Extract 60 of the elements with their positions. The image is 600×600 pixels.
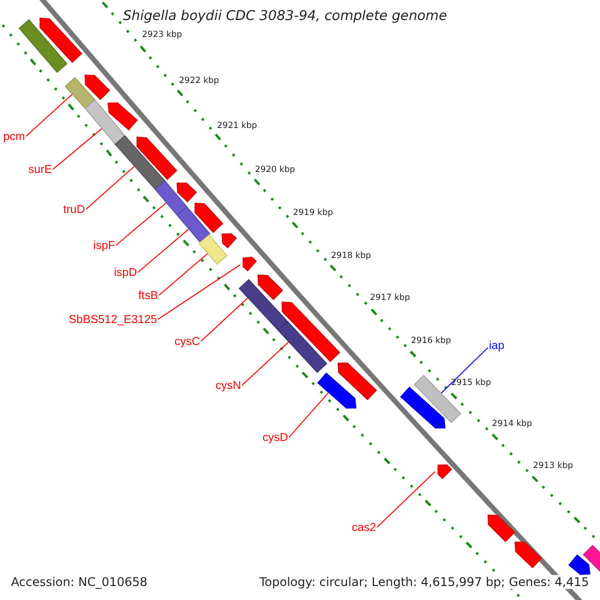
gene-block xyxy=(438,464,452,480)
gene-block xyxy=(488,514,516,542)
map-title: Shigella boydii CDC 3083-94, complete genome xyxy=(122,10,448,24)
gene-label: cas2 xyxy=(352,523,376,535)
gene-label: cysD xyxy=(262,433,288,445)
leader-line xyxy=(86,166,135,210)
gene-label: ispF xyxy=(93,241,115,253)
gene-label: SbBS512_E3125 xyxy=(68,315,157,327)
leader-line xyxy=(376,471,436,528)
gene-block xyxy=(400,386,446,429)
scale-label: 2916 kbp xyxy=(411,336,452,346)
leader-line xyxy=(440,347,488,394)
leader-line xyxy=(242,342,289,386)
gene-block xyxy=(64,77,96,109)
scale-label: 2920 kbp xyxy=(255,166,296,174)
scale-label: 2913 kbp xyxy=(533,462,574,470)
gene-label: pcm xyxy=(3,132,25,144)
gene-label: truD xyxy=(63,205,85,217)
scale-label: 2922 kbp xyxy=(179,76,220,86)
scale-label: 2923 kbp xyxy=(142,30,182,40)
scale-label: 2917 kbp xyxy=(370,294,410,302)
gene-label: ftsB xyxy=(138,291,158,303)
gene-block xyxy=(282,302,340,362)
leader-line xyxy=(158,253,208,296)
gene-block xyxy=(136,136,178,180)
gene-label: ispD xyxy=(114,268,137,280)
gene-block xyxy=(222,233,237,248)
gene-label: cysN xyxy=(215,381,241,393)
gene-block xyxy=(40,18,82,63)
gene-label: cysC xyxy=(174,337,200,349)
gene-block xyxy=(176,182,197,202)
gene-block xyxy=(18,19,68,73)
gene-block xyxy=(84,99,126,145)
scale-label: 2921 kbp xyxy=(217,122,258,130)
leader-line xyxy=(158,264,241,320)
gene-block xyxy=(514,542,542,568)
leader-line xyxy=(138,228,189,273)
map-info-text: Accession: NC_010658 xyxy=(9,575,150,589)
scale-label: 2918 kbp xyxy=(331,252,372,260)
gene-block xyxy=(176,206,211,243)
gene-block xyxy=(194,202,224,233)
gene-block xyxy=(198,234,228,265)
gene-block xyxy=(242,256,257,272)
scale-label: 2919 kbp xyxy=(293,208,334,218)
gene-block xyxy=(154,180,188,216)
gene-label: surE xyxy=(28,165,52,177)
gene-block xyxy=(338,362,378,400)
scale-label: 2914 kbp xyxy=(492,420,532,428)
leader-line xyxy=(200,298,248,342)
gene-block xyxy=(278,321,328,373)
gene-block xyxy=(114,135,166,190)
scale-label: 2915 kbp xyxy=(451,378,492,388)
gene-block xyxy=(238,279,288,331)
gene-label: iap xyxy=(489,341,504,353)
gene-block xyxy=(317,372,356,409)
gene-block xyxy=(258,274,284,300)
map-info-text: Topology: circular; Length: 4,615,997 bp; Genes: 4,415 xyxy=(257,575,591,589)
leader-line xyxy=(288,392,329,438)
gene-block xyxy=(108,102,138,130)
leader-line xyxy=(52,128,102,170)
